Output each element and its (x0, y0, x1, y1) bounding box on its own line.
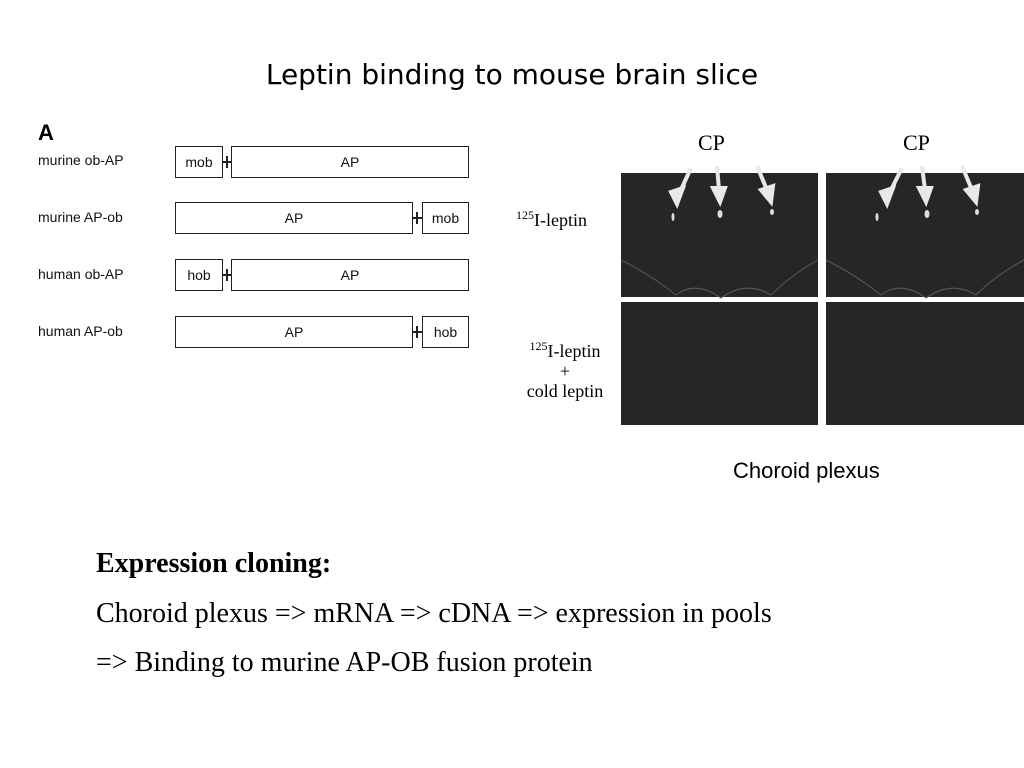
construct-label-human-ob-ap: human ob-AP (38, 266, 124, 282)
construct-box-ap: AP (231, 259, 469, 291)
figure-caption: Choroid plexus (733, 458, 880, 483)
construct-box-mob: mob (422, 202, 469, 234)
linker-line (413, 217, 422, 219)
body-line-2: => Binding to murine AP-OB fusion protei… (96, 647, 593, 678)
linker-tick (226, 269, 228, 281)
body-heading: Expression cloning: (96, 548, 332, 579)
body-line-1: Choroid plexus => mRNA => cDNA => expres… (96, 598, 772, 629)
construct-label-murine-ob-ap: murine ob-AP (38, 152, 124, 168)
slide-title: Leptin binding to mouse brain slice (265, 58, 759, 91)
construct-label-murine-ap-ob: murine AP-ob (38, 209, 123, 225)
micrograph-bottom-right (826, 302, 1024, 425)
construct-box-ap: AP (175, 316, 413, 348)
brain-outline-overlay (621, 165, 1024, 299)
linker-tick (416, 212, 418, 224)
linker-line (413, 331, 422, 333)
construct-box-mob: mob (175, 146, 223, 178)
construct-box-hob: hob (175, 259, 223, 291)
cp-label-right: CP (903, 130, 930, 155)
construct-box-ap: AP (175, 202, 413, 234)
construct-box-hob: hob (422, 316, 469, 348)
row-label-leptin-cold: 125I-leptin + cold leptin (516, 336, 614, 401)
construct-label-human-ap-ob: human AP-ob (38, 323, 123, 339)
leptin-label: I-leptin (547, 341, 601, 361)
micrograph-bottom-left (621, 302, 818, 425)
linker-tick (416, 326, 418, 338)
panel-letter: A (38, 120, 54, 145)
leptin-label: I-leptin (534, 210, 587, 230)
cp-label-left: CP (698, 130, 725, 155)
isotope-superscript: 125 (516, 208, 534, 222)
plus-sign: + (559, 361, 571, 381)
construct-box-ap: AP (231, 146, 469, 178)
row-label-leptin: 125I-leptin (516, 205, 587, 230)
linker-tick (226, 156, 228, 168)
isotope-superscript: 125 (529, 339, 548, 353)
cold-leptin-label: cold leptin (526, 381, 604, 401)
